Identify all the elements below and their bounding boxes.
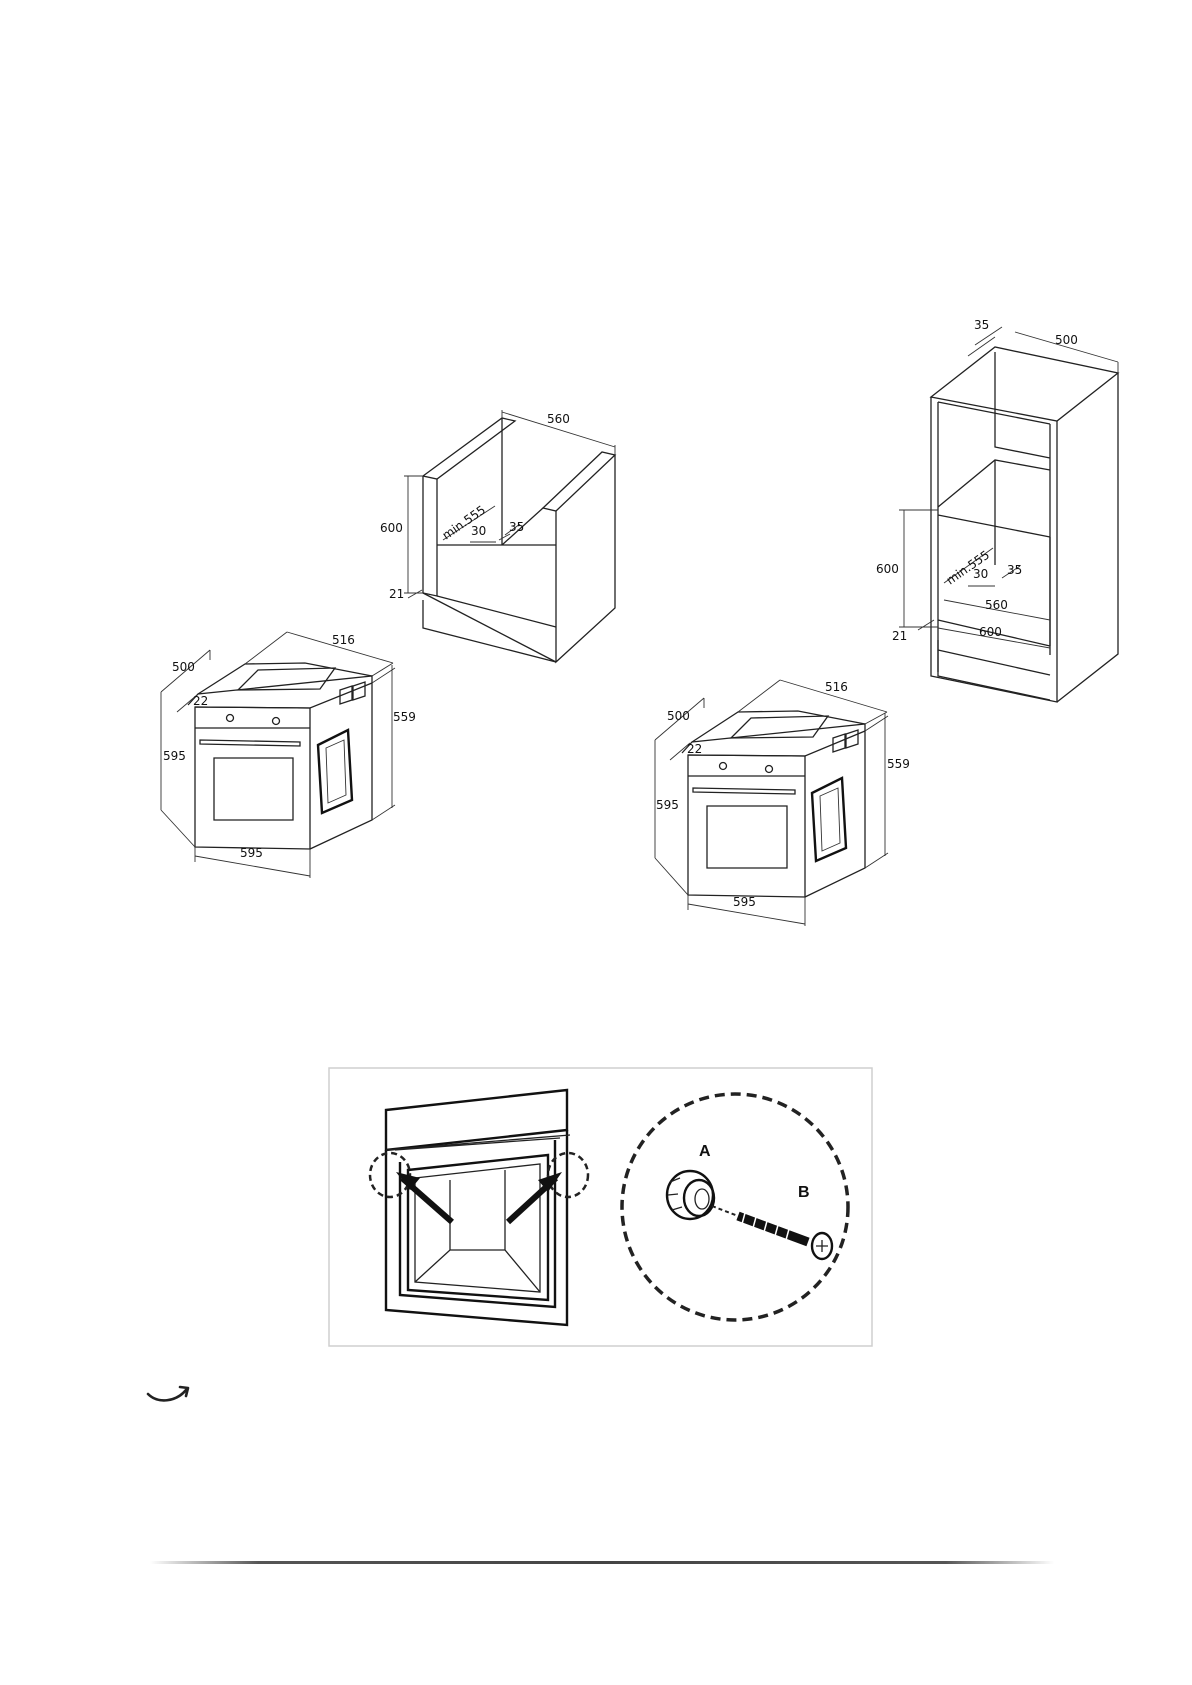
fixing-detail: A B <box>329 1068 872 1346</box>
dim-oven1-depth: 500 <box>172 660 195 674</box>
column-cabinet <box>899 327 1118 702</box>
label-b: B <box>798 1184 810 1201</box>
dim-cab1-gap35: 35 <box>509 520 524 534</box>
dim-oven1-height-right: 559 <box>393 710 416 724</box>
dim-col-base: 21 <box>892 629 907 643</box>
dim-col-gap30: 30 <box>973 567 988 581</box>
dim-oven2-panel: 22 <box>687 742 702 756</box>
undercounter-oven <box>161 632 395 878</box>
label-a: A <box>699 1143 711 1160</box>
dim-cab1-width: 560 <box>547 412 570 426</box>
dim-oven2-top: 516 <box>825 680 848 694</box>
dim-col-gap35: 35 <box>1007 563 1022 577</box>
dim-oven2-height-right: 559 <box>887 757 910 771</box>
dim-col-inner-width: 560 <box>985 598 1008 612</box>
dim-oven1-width: 595 <box>240 846 263 860</box>
dim-cab1-gap30: 30 <box>471 524 486 538</box>
undercounter-cabinet <box>404 410 615 662</box>
curved-arrow-icon <box>144 1380 194 1406</box>
dim-col-top35: 35 <box>974 318 989 332</box>
dim-oven1-height: 595 <box>163 749 186 763</box>
dim-oven1-panel: 22 <box>193 694 208 708</box>
dim-oven2-width: 595 <box>733 895 756 909</box>
dim-cab1-base: 21 <box>389 587 404 601</box>
dim-col-height: 600 <box>876 562 899 576</box>
dim-oven1-top: 516 <box>332 633 355 647</box>
dim-col-top-depth: 500 <box>1055 333 1078 347</box>
column-oven <box>655 680 888 926</box>
dim-cab1-height: 600 <box>380 521 403 535</box>
dim-oven2-height: 595 <box>656 798 679 812</box>
dim-col-outer-width: 600 <box>979 625 1002 639</box>
dim-oven2-depth: 500 <box>667 709 690 723</box>
footer-rule <box>150 1561 1054 1564</box>
